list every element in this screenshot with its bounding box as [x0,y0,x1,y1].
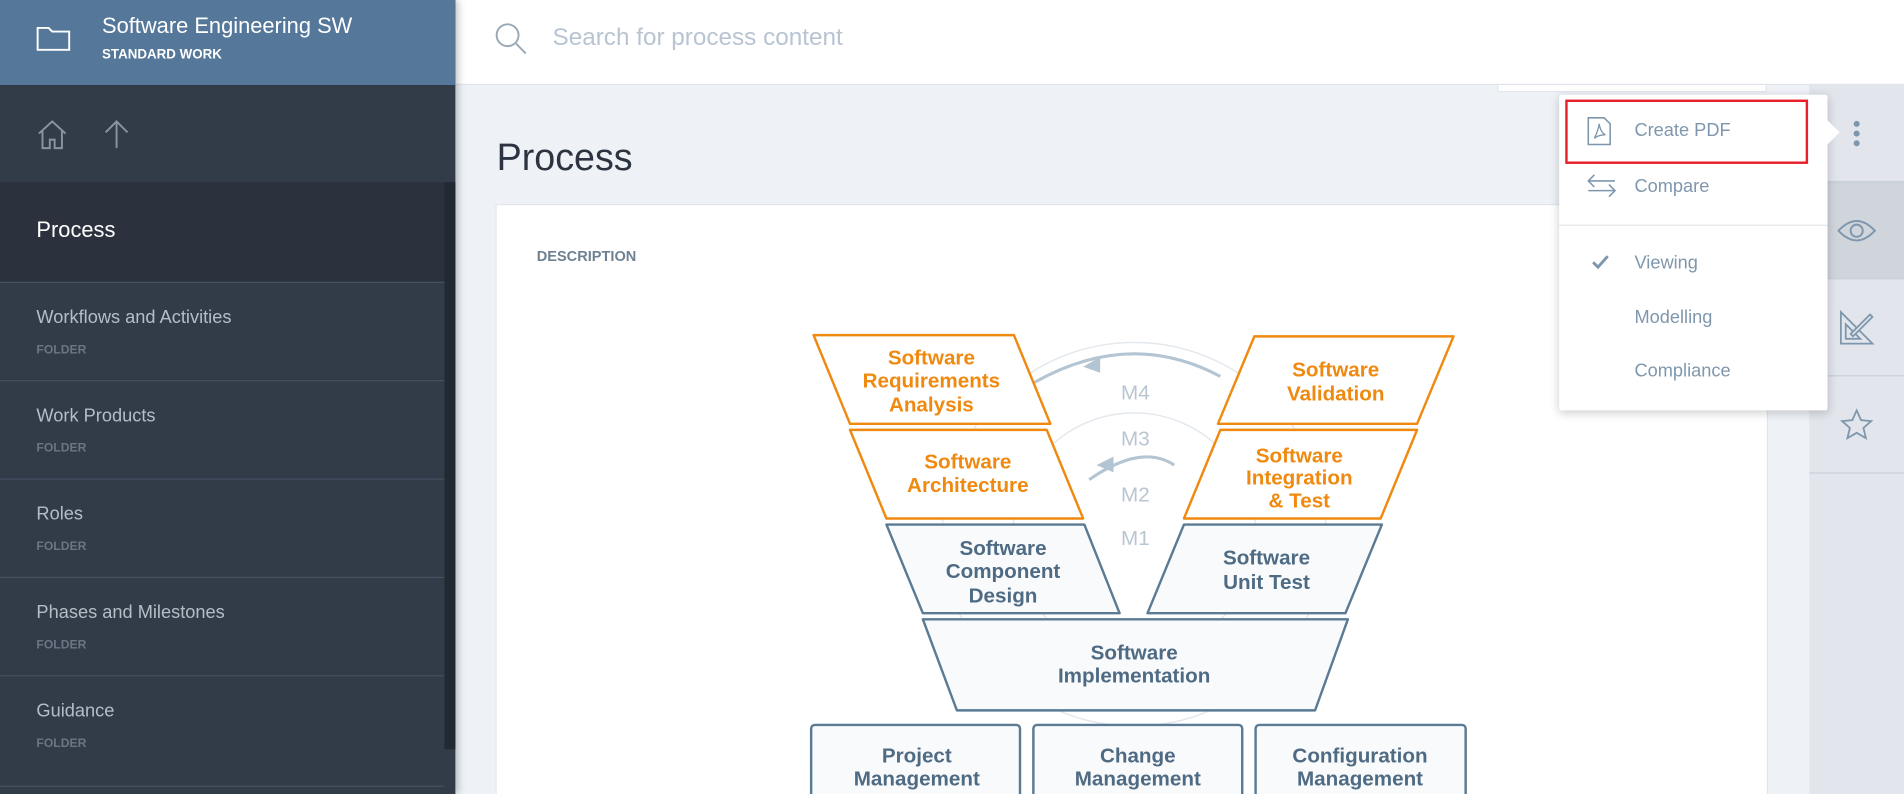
sidebar-header: Software Engineering SW STANDARD WORK [0,0,456,86]
box-architecture [848,428,1085,520]
diagram-label: Change [1100,745,1176,768]
menu-label: Create PDF [1634,120,1731,141]
menu-divider [1559,224,1828,226]
item-type: FOLDER [36,540,87,554]
box-component-design [885,523,1121,615]
diagram-label: Management [1297,768,1423,791]
item-label: Roles [36,503,84,525]
milestone-m1: M1 [1121,527,1150,550]
item-label: Phases and Milestones [36,602,225,623]
home-icon[interactable] [36,119,68,157]
more-options-button[interactable] [1809,85,1904,183]
m4-arc [1031,352,1222,386]
diagram-label: Software [888,346,975,369]
diagram-label: Validation [1287,383,1384,406]
item-label: Work Products [36,405,156,427]
arrowhead-icon [1096,456,1114,473]
box-validation [1216,335,1455,426]
item-label: Guidance [36,700,115,722]
search-input[interactable]: Search for process content [552,24,843,52]
page-title: Process [496,136,633,179]
diagram-label: Management [1075,768,1201,791]
menu-item-create-pdf[interactable]: Create PDF [1559,107,1827,156]
item-label: Workflows and Activities [36,307,232,328]
item-type: FOLDER [36,737,87,751]
sidebar-current-process[interactable]: Process [0,182,445,282]
diagram-label: Component [946,560,1061,583]
diagram-label: Software [1292,358,1379,381]
highlight-box [1565,99,1809,164]
toolbar-stub [1497,85,1767,93]
diagram-label: Software [1256,445,1343,468]
top-bar: Search for process content [455,0,1904,86]
box-unit-test [1146,523,1384,615]
menu-item-compare[interactable]: Compare [1559,163,1827,212]
current-label: Process [36,217,116,242]
milestone-m4: M4 [1121,382,1150,405]
workspace-subtitle: STANDARD WORK [102,47,222,62]
item-type: FOLDER [36,638,87,653]
edit-ruler-icon [1839,309,1875,344]
menu-label: Compliance [1634,360,1731,382]
diagram-label: Integration [1246,467,1353,490]
diagram-label: Project [882,745,952,768]
box-requirements [812,333,1052,426]
menu-label: Viewing [1634,252,1698,274]
eye-icon [1837,220,1877,242]
kebab-icon [1853,120,1860,146]
menu-item-modelling[interactable]: Modelling [1559,294,1827,343]
diagram-label: Software [1091,641,1178,664]
diagram-label: Software [1223,547,1310,570]
up-arrow-icon[interactable] [103,119,130,157]
milestone-m2: M2 [1121,484,1150,507]
sidebar-nav [0,85,455,182]
star-icon [1839,407,1874,440]
workspace-title: Software Engineering SW [102,13,353,38]
milestone-m3: M3 [1121,428,1150,451]
item-type: FOLDER [36,442,87,456]
modelling-mode-button[interactable] [1809,279,1904,377]
diagram-label: Architecture [907,474,1029,497]
folder-icon [36,24,71,57]
box-project-mgmt [809,723,1022,794]
check-icon [1591,254,1610,277]
diagram-label: Analysis [889,394,974,417]
box-change-mgmt [1032,723,1244,794]
diagram-label: Unit Test [1223,571,1310,594]
box-implementation [921,618,1350,712]
m2-arc [1088,455,1176,481]
arrowhead-icon [1083,357,1101,373]
section-heading: DESCRIPTION [536,247,637,265]
menu-label: Compare [1634,176,1710,197]
diagram-label: Software [924,451,1011,474]
diagram-label: Software [959,537,1046,560]
box-config-mgmt [1254,723,1467,794]
diagram-label: Implementation [1058,664,1210,687]
item-type: FOLDER [36,343,87,358]
options-menu: Create PDF Compare Viewing Modelling Com… [1559,94,1840,411]
diagram-label: & Test [1269,490,1331,513]
sidebar: Software Engineering SW STANDARD WORK Pr… [0,0,456,794]
menu-label: Modelling [1634,307,1713,328]
menu-item-viewing[interactable]: Viewing [1559,239,1827,288]
sidebar-scrollbar[interactable] [444,182,456,750]
menu-item-compliance[interactable]: Compliance [1559,347,1827,396]
compare-icon [1586,172,1618,205]
search-icon [494,22,528,62]
diagram-label: Configuration [1292,745,1427,768]
favorite-button[interactable] [1809,376,1904,474]
pdf-icon [1586,116,1613,152]
box-integration [1182,428,1419,520]
diagram-label: Requirements [863,369,1001,392]
diagram-label: Design [969,584,1038,607]
diagram-label: Management [854,768,980,791]
